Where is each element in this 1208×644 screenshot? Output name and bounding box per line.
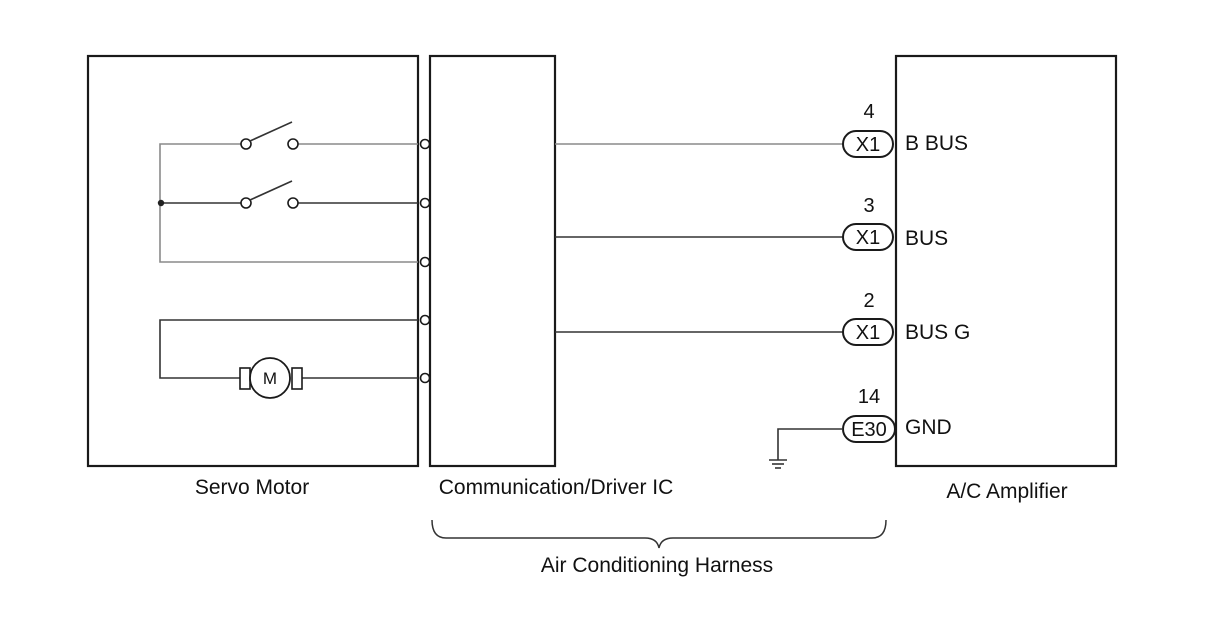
amplifier-label: A/C Amplifier — [946, 480, 1067, 503]
bus-wires — [555, 143, 843, 333]
junction-dot — [157, 199, 165, 207]
signal-label: GND — [905, 416, 952, 439]
switch-icon — [240, 180, 299, 209]
harness-brace — [431, 519, 887, 549]
terminal — [419, 256, 431, 268]
ic-terminals — [419, 138, 431, 384]
motor-icon: M — [239, 357, 303, 399]
connector-bus-g: 2 X1 BUS G — [842, 290, 970, 346]
signal-label: BUS G — [905, 321, 970, 344]
signal-label: B BUS — [905, 132, 968, 155]
servo-motor-label: Servo Motor — [195, 476, 309, 499]
connector-code: X1 — [856, 227, 880, 249]
harness-label: Air Conditioning Harness — [541, 554, 773, 577]
terminal — [419, 138, 431, 150]
amplifier-box — [894, 54, 1118, 468]
connector-code: E30 — [851, 419, 887, 441]
terminal — [419, 197, 431, 209]
connector-gnd: 14 E30 GND — [769, 386, 952, 469]
switch-icon — [240, 121, 299, 150]
terminal — [419, 372, 431, 384]
driver-ic-box — [428, 54, 557, 468]
connector-code: X1 — [856, 322, 880, 344]
connector-bus: 3 X1 BUS — [842, 195, 948, 251]
servo-motor-box — [86, 54, 420, 468]
connector-code: X1 — [856, 134, 880, 156]
signal-label: BUS — [905, 227, 948, 250]
pin-number: 2 — [863, 290, 874, 312]
pin-number: 3 — [863, 195, 874, 217]
driver-ic-label: Communication/Driver IC — [439, 476, 674, 499]
switch-circuit — [157, 121, 418, 263]
motor-label: M — [263, 369, 277, 388]
pin-number: 4 — [863, 101, 874, 123]
pin-number: 14 — [858, 386, 880, 408]
terminal — [419, 314, 431, 326]
motor-circuit: M — [159, 319, 418, 399]
ground-icon — [769, 459, 787, 469]
connector-b-bus: 4 X1 B BUS — [842, 101, 968, 158]
